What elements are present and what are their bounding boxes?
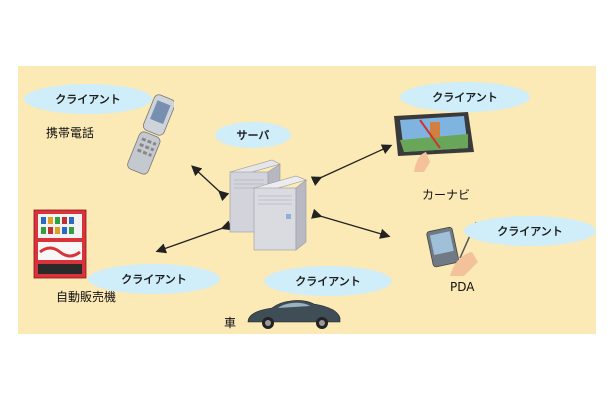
car-caption: 車: [224, 316, 237, 330]
pda-client-bubble: クライアント: [464, 216, 596, 246]
server-icon: [229, 159, 307, 251]
arrow-server-vending: [155, 220, 233, 254]
server-bubble: サーバ: [215, 122, 291, 148]
carnavi-client-bubble-label: クライアント: [432, 91, 498, 104]
car-client-bubble: クライアント: [264, 266, 392, 296]
vending-client-bubble-label: クライアント: [121, 273, 187, 286]
mobile-phone-icon: [127, 94, 174, 175]
server-bubble-label: サーバ: [236, 129, 270, 142]
arrow-server-pda: [311, 208, 391, 239]
car-client-bubble-label: クライアント: [295, 275, 361, 288]
vending-caption: 自動販売機: [56, 290, 117, 304]
arrow-server-phone: [191, 165, 230, 202]
phone-client-bubble-label: クライアント: [55, 93, 121, 106]
carnavi-client-bubble: クライアント: [400, 82, 530, 112]
connection-arrows: [155, 144, 393, 254]
phone-client-bubble: クライアント: [24, 84, 152, 114]
pda-client-bubble-label: クライアント: [497, 225, 563, 238]
vending-machine-icon: [33, 209, 87, 279]
phone-caption: 携帯電話: [46, 126, 95, 140]
vending-client-bubble: クライアント: [88, 264, 220, 294]
carnavi-caption: カーナビ: [422, 188, 471, 202]
pda-caption: PDA: [450, 280, 475, 294]
diagram-canvas: サーバ クライアント 携帯電話 クライアント: [18, 66, 596, 334]
arrow-server-carnavi: [310, 144, 393, 186]
car-icon: [247, 300, 341, 329]
car-navigation-icon: [394, 112, 474, 172]
